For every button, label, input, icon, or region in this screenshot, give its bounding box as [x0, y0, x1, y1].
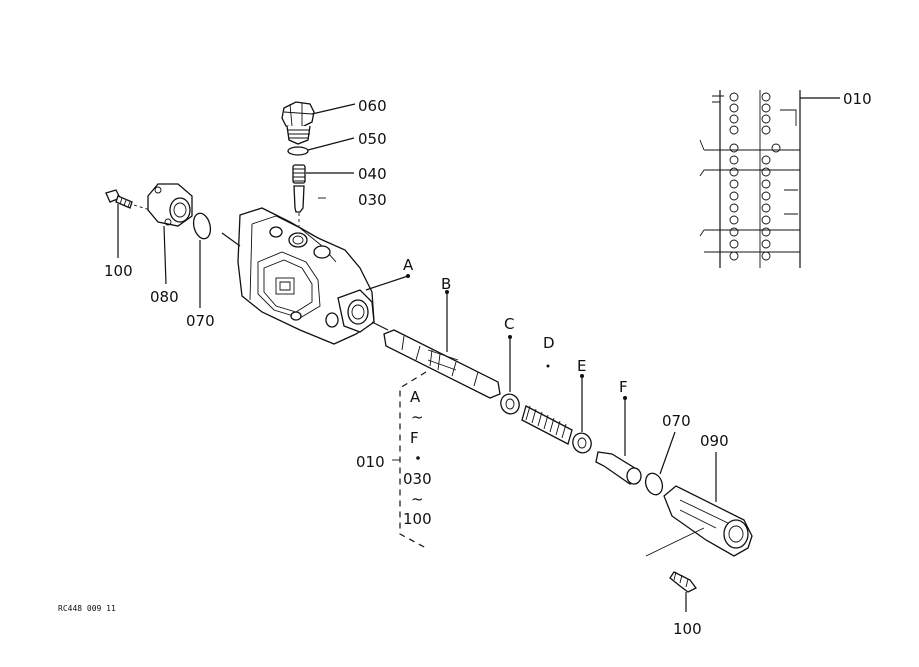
spool-B — [383, 329, 501, 399]
valve-body — [237, 207, 375, 345]
group-range-2-tilde: ~ — [411, 490, 424, 508]
plug-060 — [281, 101, 315, 145]
inset-schematic — [699, 90, 840, 268]
label-070-right: 070 — [662, 412, 691, 430]
label-B: B — [441, 275, 451, 293]
label-D: D — [543, 334, 555, 352]
label-F: F — [619, 378, 628, 396]
label-050: 050 — [358, 130, 387, 148]
spring-seat-E — [572, 432, 592, 454]
o-ring-050 — [287, 146, 309, 156]
label-A: A — [403, 256, 414, 274]
group-range-1-start: A — [410, 388, 421, 406]
label-010-inset: 010 — [843, 90, 872, 108]
stopper-F — [595, 451, 642, 485]
o-ring-070-left — [192, 212, 212, 240]
group-range-2-end: 100 — [403, 510, 432, 528]
spring-seat-C — [500, 393, 520, 415]
label-010-group: 010 — [356, 453, 385, 471]
label-E: E — [577, 357, 586, 375]
label-030: 030 — [358, 191, 387, 209]
o-ring-070-right — [644, 472, 664, 496]
label-100-left: 100 — [104, 262, 133, 280]
cap-090 — [663, 485, 753, 557]
poppet-030 — [293, 185, 305, 213]
label-070-left: 070 — [186, 312, 215, 330]
label-040: 040 — [358, 165, 387, 183]
spring-D — [521, 405, 573, 445]
group-bracket-010 — [392, 371, 427, 549]
group-range-1-tilde: ~ — [411, 408, 424, 426]
footer-code: RC448 009 11 — [58, 604, 116, 613]
bolt-100-right — [669, 571, 697, 593]
label-100-right: 100 — [673, 620, 702, 638]
group-range-2-start: 030 — [403, 470, 432, 488]
end-cap-080 — [147, 183, 193, 227]
group-range-1-end: F — [410, 429, 419, 447]
label-060: 060 — [358, 97, 387, 115]
label-C: C — [504, 315, 514, 333]
label-080: 080 — [150, 288, 179, 306]
spring-040 — [292, 164, 306, 184]
label-090: 090 — [700, 432, 729, 450]
bolt-100-left — [105, 189, 133, 209]
